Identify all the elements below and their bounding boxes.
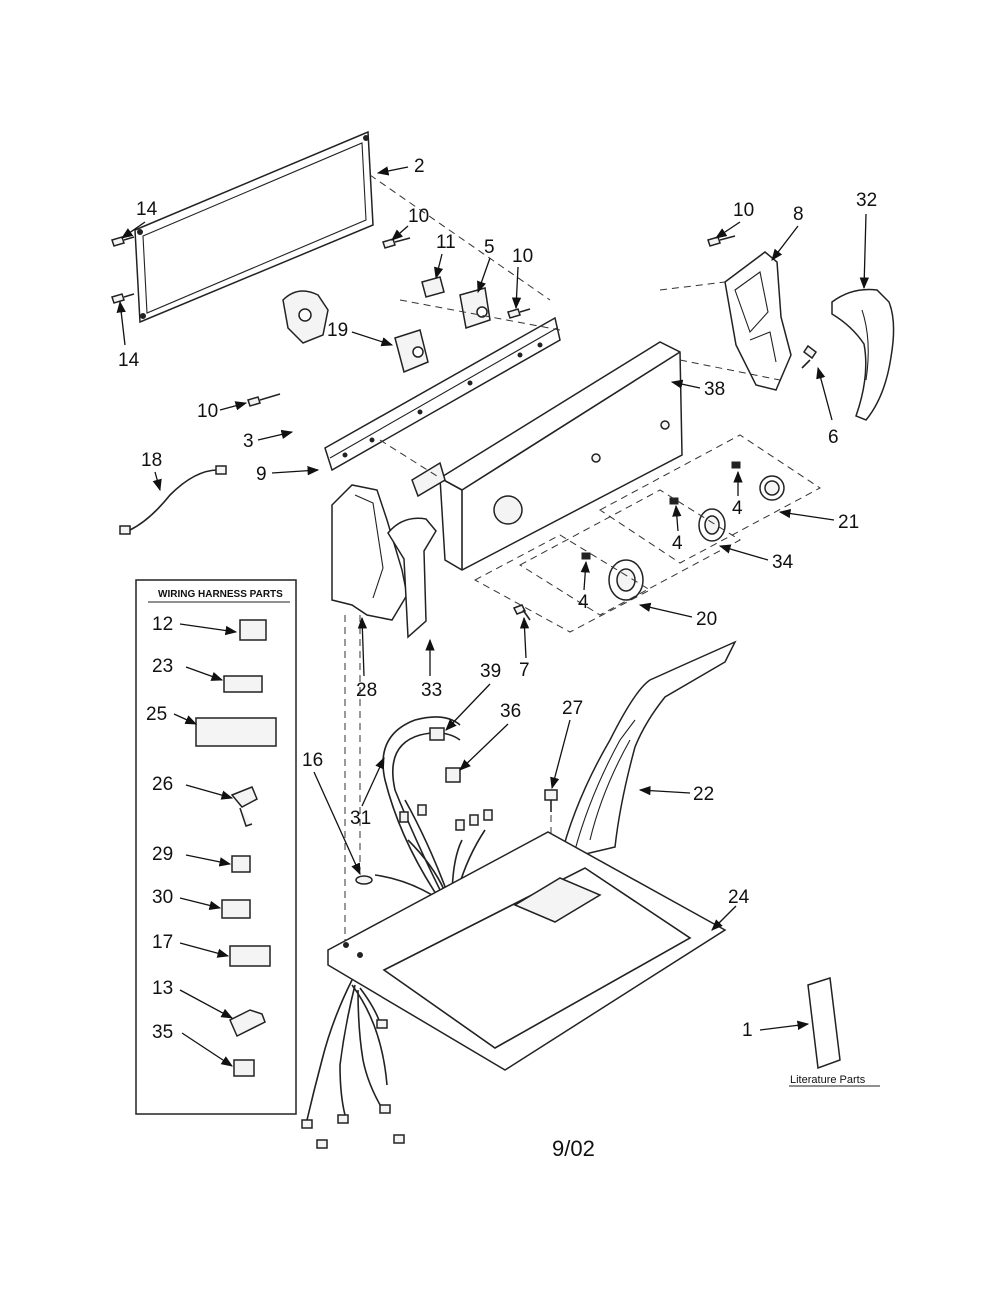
callout-22: 22 — [693, 784, 714, 805]
callout-36: 36 — [500, 701, 521, 722]
callout-9: 9 — [256, 464, 267, 485]
assembly-guide-lines — [344, 174, 781, 945]
literature-label: Literature Parts — [790, 1074, 866, 1086]
part-32-end-cap-cover — [831, 288, 895, 421]
callout-21: 21 — [838, 512, 859, 533]
callout-4-b: 4 — [672, 533, 683, 554]
dashed-box-34 — [519, 489, 741, 616]
callout-38: 38 — [704, 379, 725, 400]
callout-5: 5 — [484, 237, 495, 258]
part-18-wire — [119, 465, 227, 535]
screw-10-top-mid — [507, 308, 531, 319]
inset-leader-lines — [173, 623, 238, 1067]
callout-4-a: 4 — [732, 498, 743, 519]
callout-14-upper: 14 — [136, 199, 158, 220]
callout-10-left: 10 — [197, 401, 218, 422]
callout-4-c: 4 — [578, 592, 589, 613]
callout-34: 34 — [772, 552, 794, 573]
callout-14-lower: 14 — [118, 350, 140, 371]
inset-label-25: 25 — [146, 704, 167, 725]
inset-label-26: 26 — [152, 774, 173, 795]
part-1-literature — [807, 977, 841, 1070]
screw-10-left — [247, 393, 281, 407]
inset-label-12: 12 — [152, 614, 173, 635]
screw-10-top-left — [382, 237, 411, 249]
part-28-end-cap-left — [331, 484, 408, 621]
clip-4-b — [669, 497, 679, 505]
callout-10-right: 10 — [733, 200, 754, 221]
part-27-screw — [544, 789, 558, 812]
callout-8: 8 — [793, 204, 804, 225]
inset-label-13: 13 — [152, 978, 173, 999]
wiring-harness-inset: WIRING HARNESS PARTS — [135, 579, 297, 1115]
connector-25 — [195, 717, 277, 747]
callout-28: 28 — [356, 680, 377, 701]
part-8-end-cap-right — [724, 251, 792, 391]
part-9-control-bracket — [324, 316, 561, 472]
callout-19: 19 — [327, 320, 348, 341]
callout-27: 27 — [562, 698, 583, 719]
callout-20: 20 — [696, 609, 717, 630]
part-33-end-cap-cover — [387, 517, 437, 639]
wiring-harness-title: WIRING HARNESS PARTS — [158, 589, 283, 600]
inset-label-29: 29 — [152, 844, 173, 865]
terminal-13 — [229, 1009, 266, 1038]
part-22-lint-duct — [558, 640, 737, 862]
callout-24: 24 — [728, 887, 750, 908]
clip-4-c — [581, 552, 591, 560]
inset-label-35: 35 — [152, 1022, 173, 1043]
part-2-rear-panel — [134, 130, 374, 324]
callout-32: 32 — [856, 190, 877, 211]
callout-leader-lines — [116, 166, 869, 1031]
dashed-box-21 — [599, 434, 821, 564]
inset-label-23: 23 — [152, 656, 173, 677]
knob-34 — [698, 508, 726, 542]
part-24-top — [327, 831, 727, 1071]
part-16-clip — [355, 875, 373, 885]
connector-17 — [229, 945, 271, 967]
dashed-box-20 — [473, 534, 652, 633]
lower-wire-bundle — [301, 979, 405, 1149]
knob-20 — [608, 559, 644, 601]
callout-33: 33 — [421, 680, 442, 701]
connector-35 — [233, 1059, 255, 1077]
callout-7: 7 — [519, 660, 530, 681]
screw-7 — [512, 604, 531, 621]
callout-10-top-mid: 10 — [512, 246, 533, 267]
callout-2: 2 — [414, 156, 425, 177]
callout-39: 39 — [480, 661, 501, 682]
clip-4-a — [731, 461, 741, 469]
clip-26 — [230, 786, 258, 827]
part-5-switch — [459, 287, 491, 329]
part-36-connector — [445, 767, 461, 783]
callout-3: 3 — [243, 431, 254, 452]
callout-31: 31 — [350, 808, 371, 829]
date-code: 9/02 — [552, 1136, 595, 1161]
screw-14-lower — [111, 293, 135, 304]
callout-10-top-left: 10 — [408, 206, 429, 227]
part-3-timer — [282, 290, 329, 344]
screw-6 — [801, 344, 818, 369]
callout-16: 16 — [302, 750, 323, 771]
connector-23 — [223, 675, 263, 693]
screw-10-right — [707, 235, 736, 247]
part-19-switch — [394, 329, 429, 374]
screw-14-upper — [111, 236, 135, 247]
inset-label-30: 30 — [152, 887, 173, 908]
connector-29 — [231, 855, 251, 873]
callout-11: 11 — [436, 232, 456, 253]
callout-6: 6 — [828, 427, 839, 448]
connector-30 — [221, 899, 251, 919]
part-38-console-panel — [411, 341, 683, 571]
connector-12 — [239, 619, 267, 641]
knob-21 — [759, 475, 785, 501]
inset-label-17: 17 — [152, 932, 173, 953]
part-11-clip — [421, 276, 445, 298]
callout-1: 1 — [742, 1020, 753, 1041]
callout-18: 18 — [141, 450, 162, 471]
